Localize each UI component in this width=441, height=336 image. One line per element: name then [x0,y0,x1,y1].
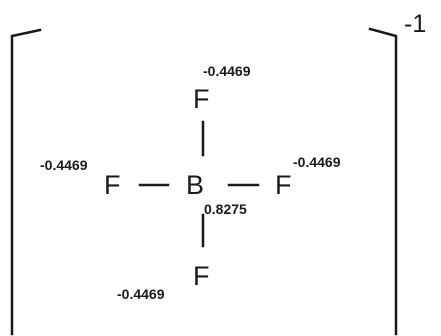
charge-boron-center: 0.8275 [204,201,247,217]
right-bracket [368,27,398,336]
charge-fluorine-top: -0.4469 [203,63,251,79]
ion-charge-label: -1 [404,10,426,38]
atom-fluorine-left: F [104,170,121,200]
atom-boron-center: B [186,170,204,200]
charge-fluorine-right: -0.4469 [293,154,341,170]
atom-fluorine-bottom: F [193,261,210,291]
left-bracket [10,28,42,336]
atom-fluorine-top: F [193,84,210,114]
charge-fluorine-bottom: -0.4469 [117,286,165,302]
atom-fluorine-right: F [275,170,292,200]
charge-fluorine-left: -0.4469 [40,157,88,173]
